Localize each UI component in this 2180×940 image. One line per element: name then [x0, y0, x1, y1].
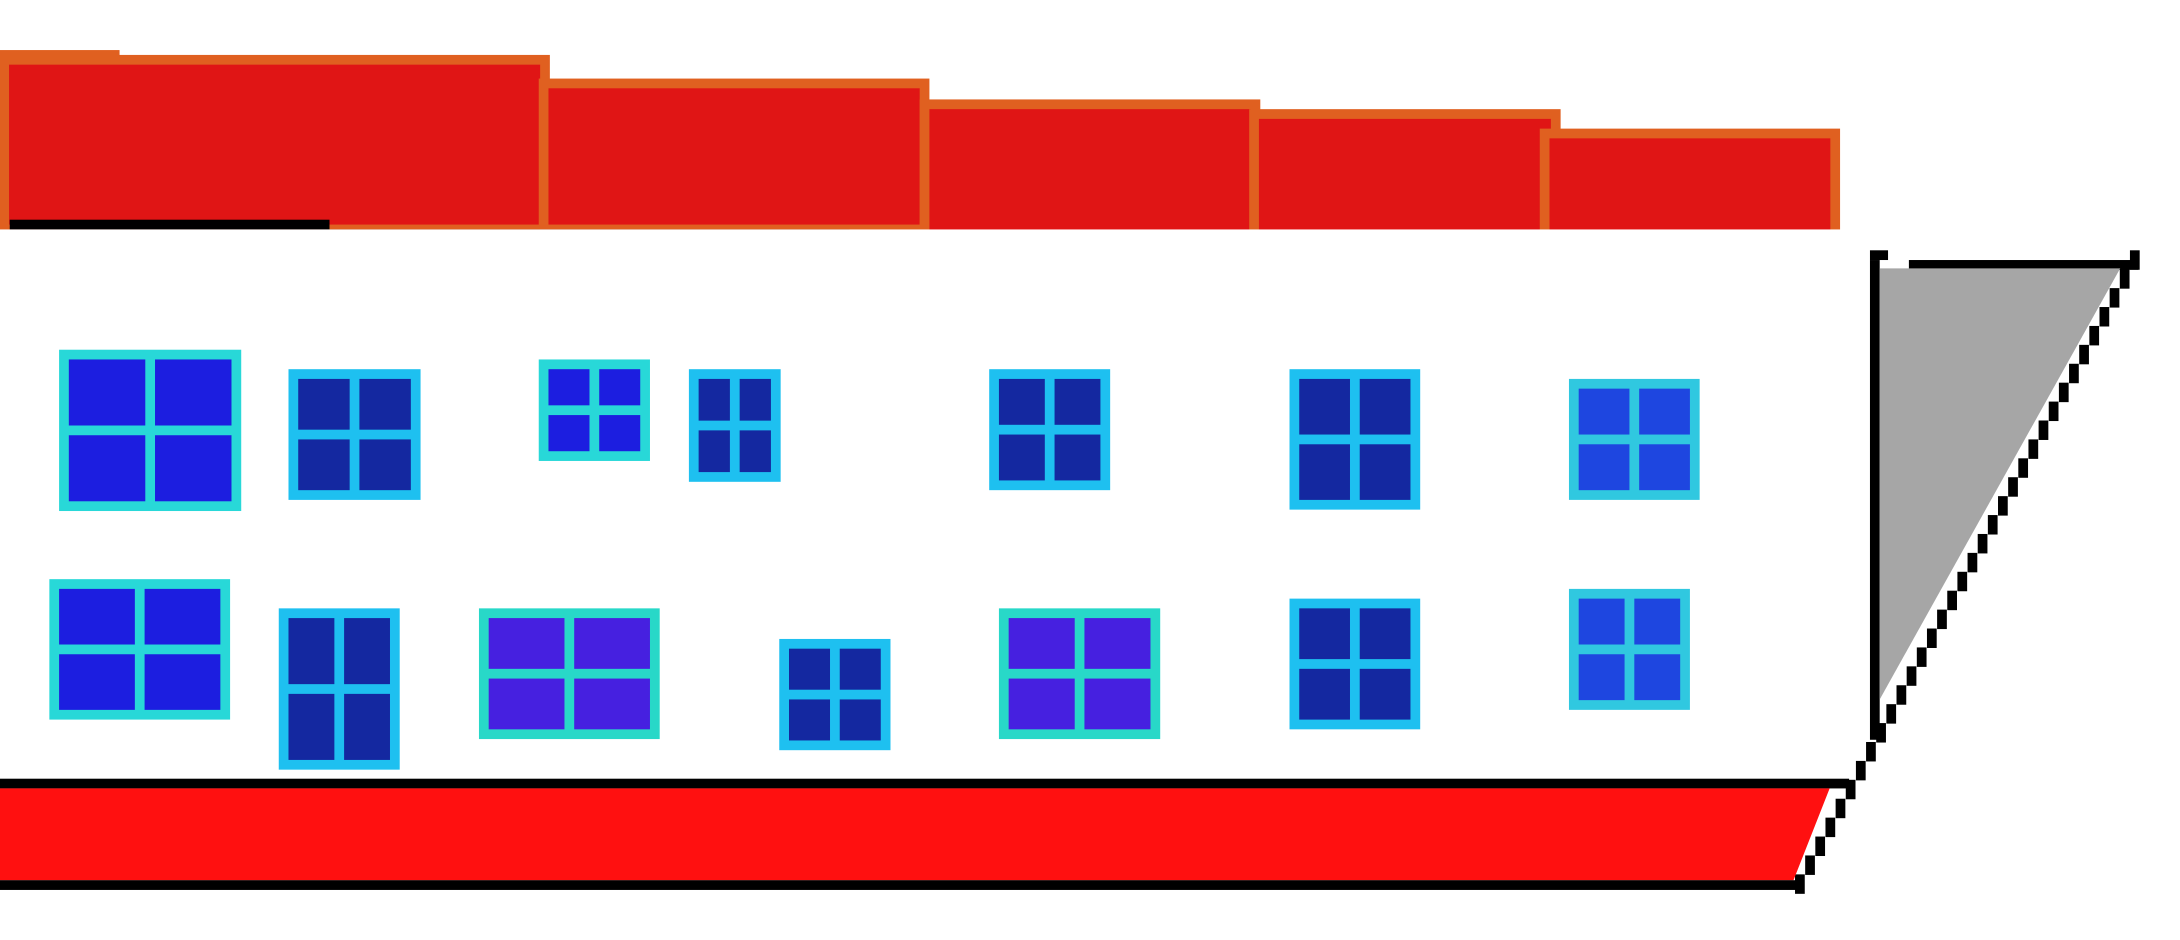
diagonal-edge-step	[1987, 515, 1998, 535]
eave-line	[9, 219, 330, 230]
window-transom	[693, 420, 776, 431]
diagonal-edge-step	[2028, 439, 2039, 459]
diagonal-edge-step	[2069, 363, 2079, 384]
diagonal-edge-step	[2109, 288, 2120, 308]
roof-edge	[0, 50, 120, 62]
diagonal-edge-step	[1937, 609, 1947, 630]
eave-line	[1908, 260, 2139, 270]
diagonal-edge-step	[1896, 685, 1907, 705]
diagonal-edge-step	[2119, 269, 2130, 289]
window-transom	[784, 689, 886, 700]
diagonal-edge-step	[2018, 458, 2029, 478]
window-transom	[63, 425, 237, 436]
diagonal-edge-step	[1998, 496, 2008, 516]
diagonal-edge-step	[1957, 571, 1968, 592]
building-base	[0, 778, 1850, 890]
window-transom	[994, 424, 1106, 435]
diagonal-edge-step	[1886, 704, 1897, 724]
diagonal-edge-step	[2008, 477, 2018, 497]
side-wall	[1879, 268, 2121, 700]
roof-segment	[538, 78, 930, 235]
diagonal-edge-step	[1815, 836, 1826, 857]
diagonal-edge-step	[2048, 401, 2059, 422]
diagonal-edge-step	[1906, 666, 1917, 686]
diagonal-edge-step	[2129, 250, 2140, 270]
windows	[49, 349, 1700, 770]
diagonal-edge-step	[2038, 420, 2049, 440]
diagonal-edge-step	[1835, 798, 1846, 819]
window-transom	[1573, 434, 1695, 445]
window-transom	[1294, 659, 1416, 669]
diagonal-edge-step	[1825, 817, 1836, 838]
window-transom	[1003, 668, 1156, 679]
window-transom	[283, 684, 395, 694]
diagonal-edge-step	[2099, 307, 2110, 327]
diagonal-edge-step	[1795, 874, 1805, 894]
window-transom	[1294, 434, 1416, 445]
diagonal-edge-step	[1805, 855, 1815, 875]
base-bottom-line	[0, 880, 1800, 890]
diagonal-edge-step	[1947, 590, 1957, 611]
window-transom	[543, 405, 646, 416]
diagonal-edge-step	[2058, 382, 2069, 403]
diagonal-edge-step	[1977, 533, 1988, 554]
diagonal-edge-step	[1866, 741, 1876, 762]
roof-segment	[919, 99, 1261, 245]
diagonal-edge-step	[1855, 760, 1866, 781]
diagonal-edge-step	[1845, 779, 1856, 800]
roof-segment	[0, 54, 550, 235]
diagonal-edge-step	[2089, 325, 2100, 346]
window-transom	[483, 668, 655, 679]
base-strip	[0, 788, 1830, 881]
window-transom	[54, 644, 226, 655]
base-top-line	[0, 778, 1850, 789]
window-transom	[1573, 644, 1686, 655]
diagonal-edge-step	[1916, 647, 1927, 667]
window-transom	[293, 429, 416, 440]
diagonal-edge-step	[2079, 344, 2089, 365]
diagonal-edge-step	[1926, 628, 1937, 648]
diagonal-edge-step	[1967, 552, 1978, 573]
wall-corner-line	[1869, 260, 1880, 740]
diagonal-edge-step	[1876, 723, 1886, 743]
